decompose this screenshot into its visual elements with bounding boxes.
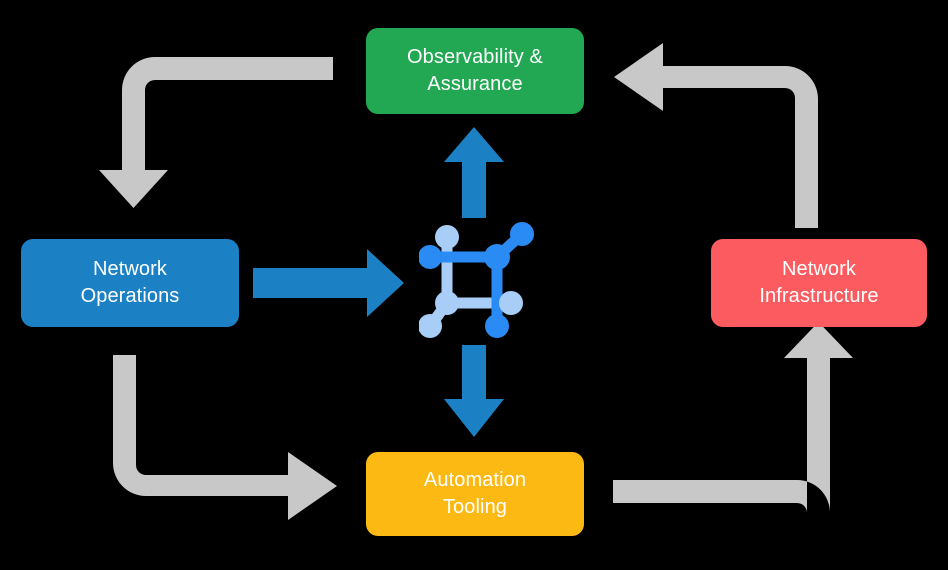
connector-observability-to-operations [99, 57, 333, 208]
connector-hub-to-observability [444, 127, 504, 218]
connector-infrastructure-to-observability [614, 43, 818, 228]
node-label-automation-tooling: Automation Tooling [423, 469, 527, 518]
node-box-network-operations[interactable]: Network Operations [21, 239, 239, 327]
connector-operations-to-hub [253, 249, 404, 317]
node-label-observability: Observability & Assurance [407, 46, 543, 95]
connector-operations-to-automation [113, 355, 337, 520]
node-box-network-infrastructure[interactable]: Network Infrastructure [711, 239, 927, 327]
node-label-network-operations: Network Operations [80, 258, 180, 307]
node-box-automation-tooling[interactable]: Automation Tooling [366, 452, 584, 536]
connector-automation-to-infrastructure [613, 322, 853, 513]
network-topology-icon [419, 222, 534, 338]
node-box-observability[interactable]: Observability & Assurance [366, 28, 584, 114]
connector-hub-to-automation [444, 345, 504, 437]
topology-nodes-primary [419, 222, 534, 338]
topology-nodes-secondary [419, 225, 523, 338]
node-label-network-infrastructure: Network Infrastructure [759, 258, 879, 307]
